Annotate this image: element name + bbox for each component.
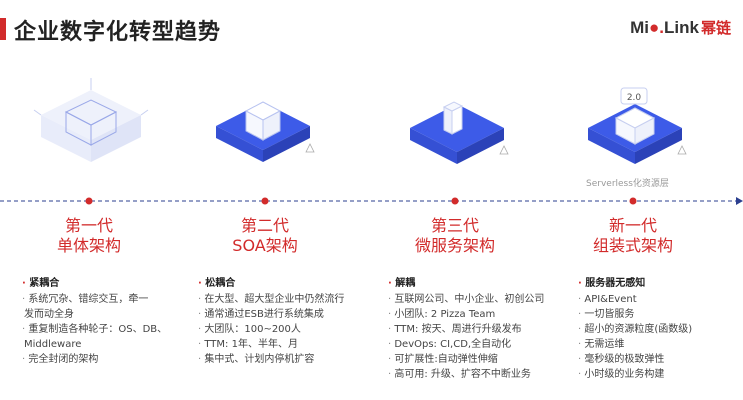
generation-title-line1: 第二代 [240,216,289,235]
timeline-dot [261,197,269,205]
details-item: 集中式、计划内停机扩容 [198,352,368,367]
details-heading: 松耦合 [198,276,368,291]
serverless-label: Serverless化资源层 [586,179,669,189]
details-item: 在大型、超大型企业中仍然流行 [198,292,368,307]
generation-title: 第二代 SOA架构 [190,216,340,256]
details-item: 无需运维 [578,337,738,352]
details-item: DevOps: CI,CD,全自动化 [388,337,558,352]
logo-text: Mi [630,18,650,37]
cube-icon [216,101,315,162]
generation-title: 第三代 微服务架构 [380,216,530,256]
building-icon [410,101,509,164]
generation-title: 第一代 单体架构 [14,216,164,256]
generation-title: 新一代 组装式架构 [558,216,708,256]
generation-details: 解耦 互联网公司、中小企业、初创公司 小团队: 2 Pizza Team TTM… [388,276,558,382]
logo-dot: ●. [649,18,665,37]
version-badge [620,87,648,105]
details-item: 超小的资源粒度(函数级) [578,322,738,337]
details-item: 大团队：100~200人 [198,322,368,337]
details-item: TTM: 1年、半年、月 [198,337,368,352]
details-item: 系统冗杂、错综交互，牵一 [22,292,192,307]
details-item: 一切皆服务 [578,307,738,322]
cube-icon: 2.0 [588,87,687,164]
details-item: 可扩展性:自动弹性伸缩 [388,352,558,367]
generation-title-line2: 组装式架构 [592,236,673,255]
timeline-dot [85,197,93,205]
generation-title-line1: 新一代 [608,216,657,235]
title-accent-bar [0,18,6,40]
details-item: 毫秒级的极致弹性 [578,352,738,367]
details-item: 高可用: 升级、扩容不中断业务 [388,367,558,382]
details-item: 小时级的业务构建 [578,367,738,382]
generation-title-line2: SOA架构 [232,236,298,255]
generation-title-line1: 第三代 [430,216,479,235]
details-heading: 解耦 [388,276,558,291]
details-item: 完全封闭的架构 [22,352,192,367]
generation-details: 紧耦合 系统冗杂、错综交互，牵一 发而动全身 重复制造各种轮子：OS、DB、 M… [22,276,192,367]
details-item: 发而动全身 [24,309,74,320]
page-title: 企业数字化转型趋势 [14,20,222,45]
cube-icon [33,78,149,162]
timeline [0,197,743,205]
logo-link: Link [664,18,699,37]
timeline-dot [629,197,637,205]
version-badge-text: 2.0 [627,93,642,103]
details-item: API&Event [578,292,738,307]
generation-title-line1: 第一代 [64,216,113,235]
generation-title-line2: 单体架构 [56,236,121,255]
details-item: Middleware [24,339,82,350]
details-heading: 紧耦合 [22,276,192,291]
details-item: 小团队: 2 Pizza Team [388,307,558,322]
logo-cn: 幂链 [700,20,731,37]
generation-title-line2: 微服务架构 [414,236,495,255]
generation-details: 松耦合 在大型、超大型企业中仍然流行 通常通过ESB进行系统集成 大团队：100… [198,276,368,367]
generation-details: 服务器无感知 API&Event 一切皆服务 超小的资源粒度(函数级) 无需运维… [578,276,738,382]
details-item: 互联网公司、中小企业、初创公司 [388,292,558,307]
details-heading: 服务器无感知 [578,276,738,291]
details-item: TTM: 按天、周进行升级发布 [388,322,558,337]
details-item: 重复制造各种轮子：OS、DB、 [22,322,192,337]
timeline-dot [451,197,459,205]
details-item: 通常通过ESB进行系统集成 [198,307,368,322]
